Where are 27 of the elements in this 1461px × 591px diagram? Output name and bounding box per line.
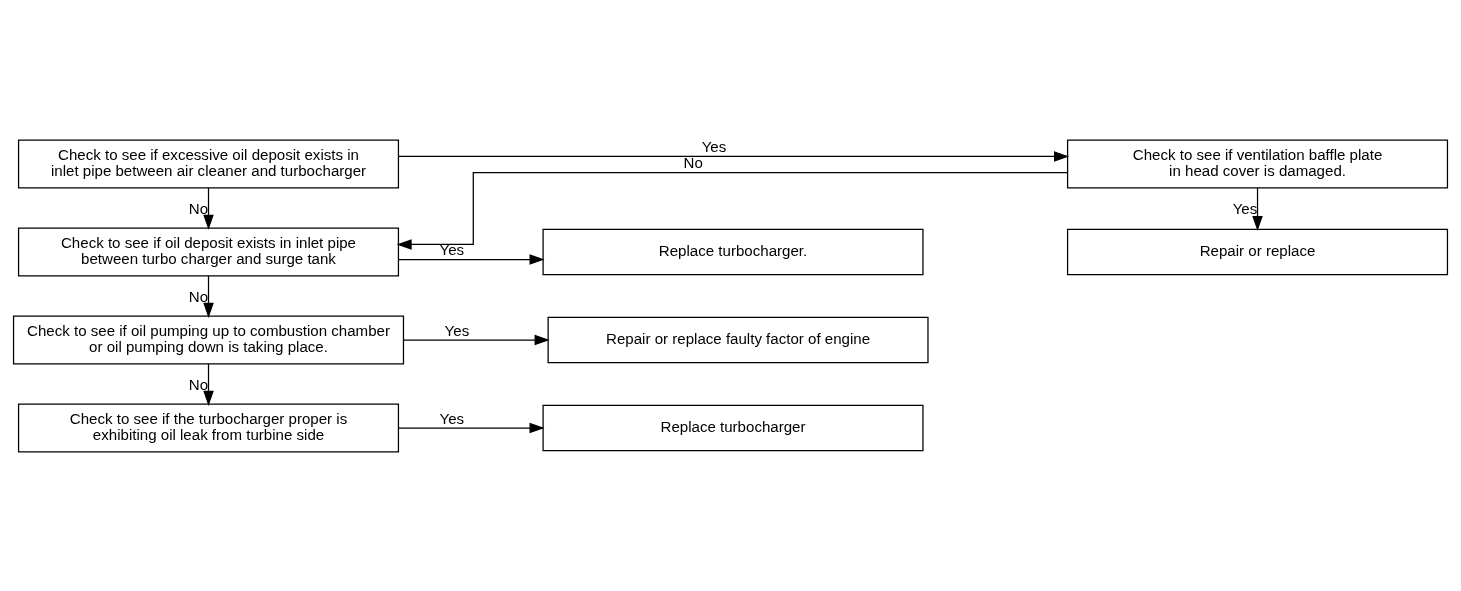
arrow	[398, 422, 545, 433]
node-box: Replace turbocharger.	[542, 228, 924, 275]
arrow	[396, 171, 1068, 250]
edge-label: Yes	[701, 137, 727, 155]
edge-label: Yes	[439, 409, 465, 427]
node-box: Repair or replace faulty factor of engine	[547, 316, 929, 363]
arrow	[203, 362, 214, 406]
node-box: Check to see if ventilation baffle plate in head cover is damaged.	[1066, 138, 1449, 188]
node-box: Repair or replace	[1066, 228, 1449, 275]
edge-label: No	[188, 199, 209, 217]
arrow	[203, 186, 214, 230]
arrow	[397, 150, 1070, 162]
node-box: Check to see if excessive oil deposit exists in inlet pipe between air cleaner and turbocharger	[17, 138, 400, 188]
edge-label: No	[188, 375, 209, 393]
edge-label: Yes	[1232, 199, 1258, 217]
arrow	[1252, 186, 1263, 231]
arrow	[398, 253, 545, 265]
node-box: Check to see if oil pumping up to combustion chamber or oil pumping down is taking place.	[12, 315, 405, 365]
arrow	[203, 274, 214, 318]
node-box: Check to see if the turbocharger proper is exhibiting oil leak from turbine side	[17, 403, 400, 453]
edge-label: No	[188, 287, 209, 305]
node-box: Check to see if oil deposit exists in inlet pipe between turbo charger and surge tank	[17, 226, 400, 276]
node-box: Replace turbocharger	[542, 404, 924, 451]
arrow	[403, 334, 550, 345]
edge-label: Yes	[439, 240, 465, 258]
edge-label: Yes	[444, 321, 470, 339]
edge-label: No	[683, 153, 703, 171]
